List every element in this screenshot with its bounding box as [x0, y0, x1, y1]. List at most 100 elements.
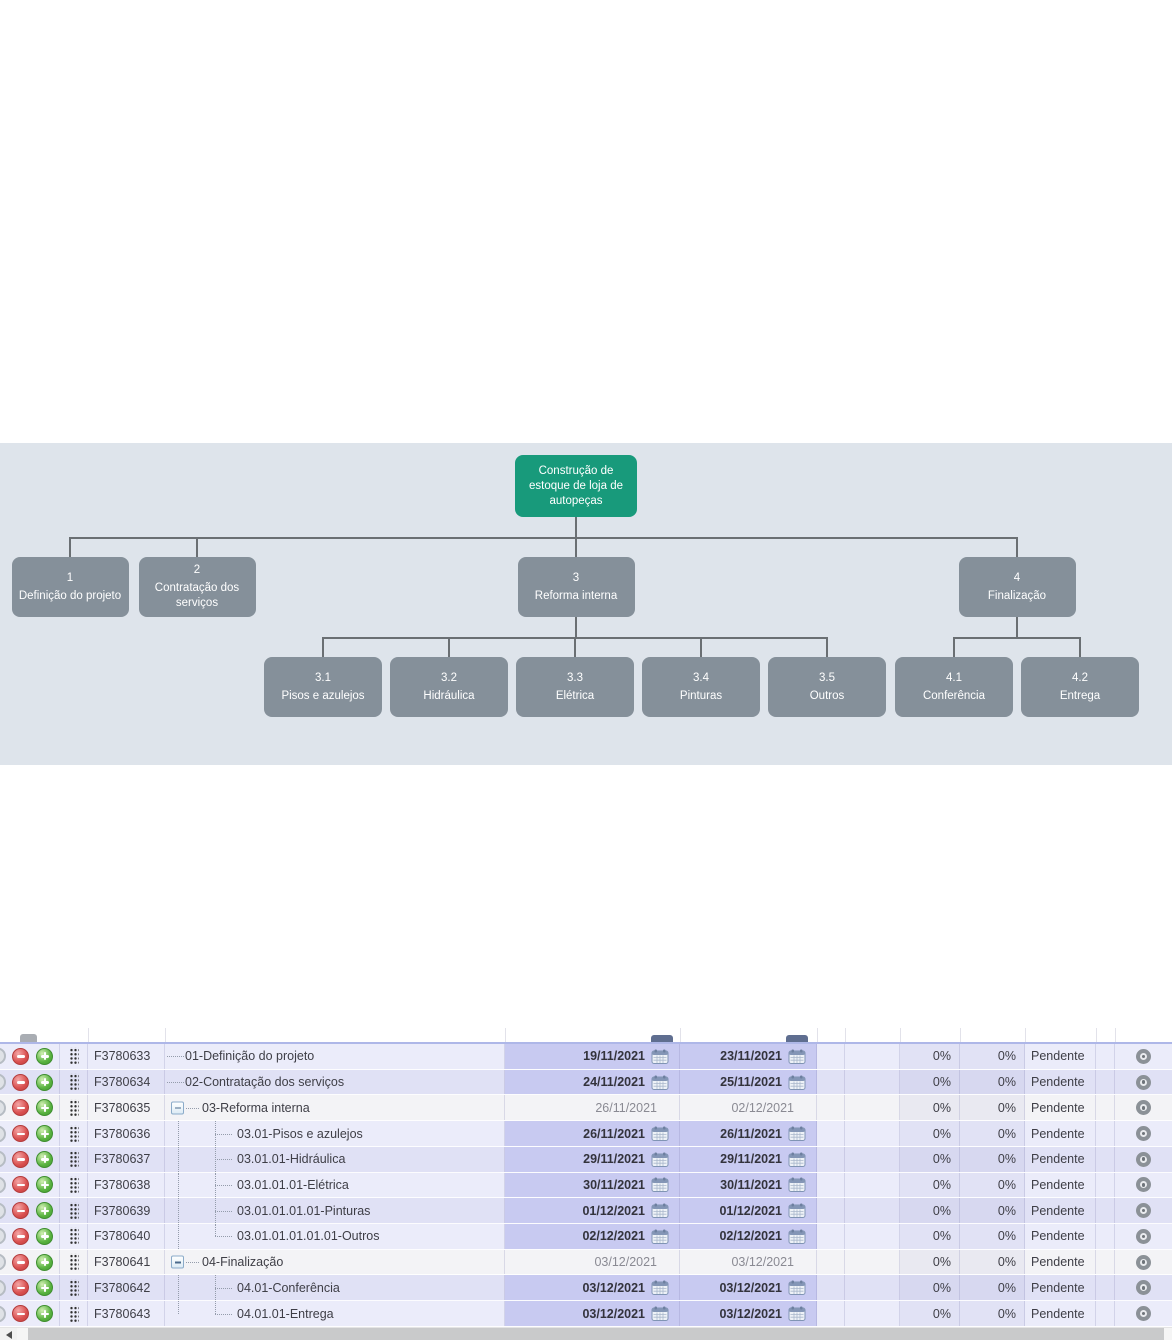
drag-handle-icon[interactable] — [69, 1124, 79, 1143]
end-date-value[interactable]: 25/11/2021 — [720, 1075, 782, 1090]
remove-row-button[interactable] — [12, 1253, 29, 1271]
remove-row-button[interactable] — [12, 1073, 29, 1091]
row-options-button[interactable] — [1136, 1306, 1151, 1322]
calendar-icon[interactable] — [788, 1280, 806, 1296]
end-date-value[interactable]: 03/12/2021 — [719, 1280, 782, 1295]
start-date-value[interactable]: 24/11/2021 — [583, 1075, 645, 1090]
add-row-button[interactable] — [36, 1073, 53, 1091]
end-date-cell: 23/11/2021 — [680, 1044, 817, 1069]
row-options-button[interactable] — [1136, 1254, 1151, 1270]
end-date-value[interactable]: 03/12/2021 — [719, 1306, 782, 1321]
add-row-button[interactable] — [36, 1202, 53, 1220]
collapse-toggle[interactable] — [171, 1101, 184, 1115]
scrollbar-thumb[interactable] — [28, 1328, 1164, 1340]
calendar-icon[interactable] — [651, 1306, 669, 1322]
calendar-icon[interactable] — [788, 1075, 806, 1090]
drag-handle-icon[interactable] — [69, 1073, 79, 1092]
end-date-value[interactable]: 29/11/2021 — [720, 1152, 782, 1167]
row-options-button[interactable] — [1136, 1048, 1151, 1064]
drag-handle-icon[interactable] — [69, 1304, 79, 1323]
end-date-value[interactable]: 23/11/2021 — [720, 1049, 782, 1064]
start-date-value[interactable]: 02/12/2021 — [582, 1229, 645, 1244]
calendar-icon[interactable] — [651, 1280, 669, 1296]
start-date-value[interactable]: 19/11/2021 — [583, 1049, 645, 1064]
collapse-toggle[interactable] — [171, 1255, 184, 1269]
drag-handle-icon[interactable] — [69, 1047, 79, 1066]
remove-row-button[interactable] — [12, 1099, 29, 1117]
calendar-icon[interactable] — [788, 1049, 806, 1064]
start-date-value[interactable]: 03/12/2021 — [582, 1306, 645, 1321]
remove-row-button[interactable] — [12, 1176, 29, 1194]
wbs-root-node[interactable]: Construção de estoque de loja de autopeç… — [515, 455, 637, 517]
row-options-button[interactable] — [1136, 1228, 1151, 1244]
calendar-icon[interactable] — [788, 1177, 806, 1193]
drag-handle-icon[interactable] — [69, 1201, 79, 1220]
drag-handle-icon[interactable] — [69, 1175, 79, 1194]
row-options-button[interactable] — [1136, 1177, 1151, 1193]
drag-handle-icon[interactable] — [69, 1278, 79, 1297]
end-date-value[interactable]: 30/11/2021 — [720, 1177, 782, 1192]
calendar-icon[interactable] — [651, 1152, 669, 1167]
wbs-chart-panel: Construção de estoque de loja de autopeç… — [0, 443, 1172, 765]
calendar-icon[interactable] — [651, 1075, 669, 1090]
add-row-button[interactable] — [36, 1176, 53, 1194]
end-date-value[interactable]: 02/12/2021 — [719, 1229, 782, 1244]
start-date-value[interactable]: 30/11/2021 — [583, 1177, 645, 1192]
start-date-value[interactable]: 26/11/2021 — [583, 1126, 645, 1141]
row-options-button[interactable] — [1136, 1100, 1151, 1116]
calendar-icon[interactable] — [788, 1306, 806, 1322]
add-row-button[interactable] — [36, 1047, 53, 1065]
add-row-button[interactable] — [36, 1305, 53, 1323]
drag-handle-icon[interactable] — [69, 1098, 79, 1117]
remove-row-button[interactable] — [12, 1202, 29, 1220]
remove-row-button[interactable] — [12, 1125, 29, 1143]
add-row-button[interactable] — [36, 1227, 53, 1245]
add-row-button[interactable] — [36, 1125, 53, 1143]
add-row-button[interactable] — [36, 1150, 53, 1168]
drag-handle-icon[interactable] — [69, 1150, 79, 1169]
calendar-icon[interactable] — [651, 1126, 669, 1142]
calendar-icon[interactable] — [788, 1152, 806, 1167]
add-row-button[interactable] — [36, 1279, 53, 1297]
row-options-button[interactable] — [1136, 1203, 1151, 1219]
calendar-icon[interactable] — [788, 1126, 806, 1142]
row-options-button[interactable] — [1136, 1074, 1151, 1090]
row-options-button[interactable] — [1136, 1280, 1151, 1296]
end-date-value[interactable]: 01/12/2021 — [719, 1203, 782, 1218]
drag-handle-icon[interactable] — [69, 1253, 79, 1272]
remove-row-button[interactable] — [12, 1047, 29, 1065]
remove-row-button[interactable] — [12, 1227, 29, 1245]
calendar-icon[interactable] — [651, 1203, 669, 1219]
tree-branch-line — [215, 1184, 232, 1186]
remove-row-button[interactable] — [12, 1279, 29, 1297]
drag-handle-icon[interactable] — [69, 1227, 79, 1246]
start-date-value[interactable]: 01/12/2021 — [582, 1203, 645, 1218]
row-options-button[interactable] — [1136, 1151, 1151, 1167]
calendar-icon[interactable] — [651, 1177, 669, 1193]
calendar-icon[interactable] — [651, 1049, 669, 1064]
remove-row-button[interactable] — [12, 1150, 29, 1168]
calendar-icon[interactable] — [788, 1229, 806, 1244]
end-date-value[interactable]: 26/11/2021 — [720, 1126, 782, 1141]
calendar-icon[interactable] — [651, 1229, 669, 1244]
start-date-value[interactable]: 03/12/2021 — [582, 1280, 645, 1295]
remove-row-button[interactable] — [12, 1305, 29, 1323]
scroll-left-button[interactable] — [0, 1328, 17, 1340]
add-row-button[interactable] — [36, 1099, 53, 1117]
calendar-icon[interactable] — [788, 1203, 806, 1219]
spacer-cell — [817, 1146, 845, 1172]
start-date-value[interactable]: 29/11/2021 — [583, 1152, 645, 1167]
add-row-button[interactable] — [36, 1253, 53, 1271]
row-options-button[interactable] — [1136, 1126, 1151, 1142]
